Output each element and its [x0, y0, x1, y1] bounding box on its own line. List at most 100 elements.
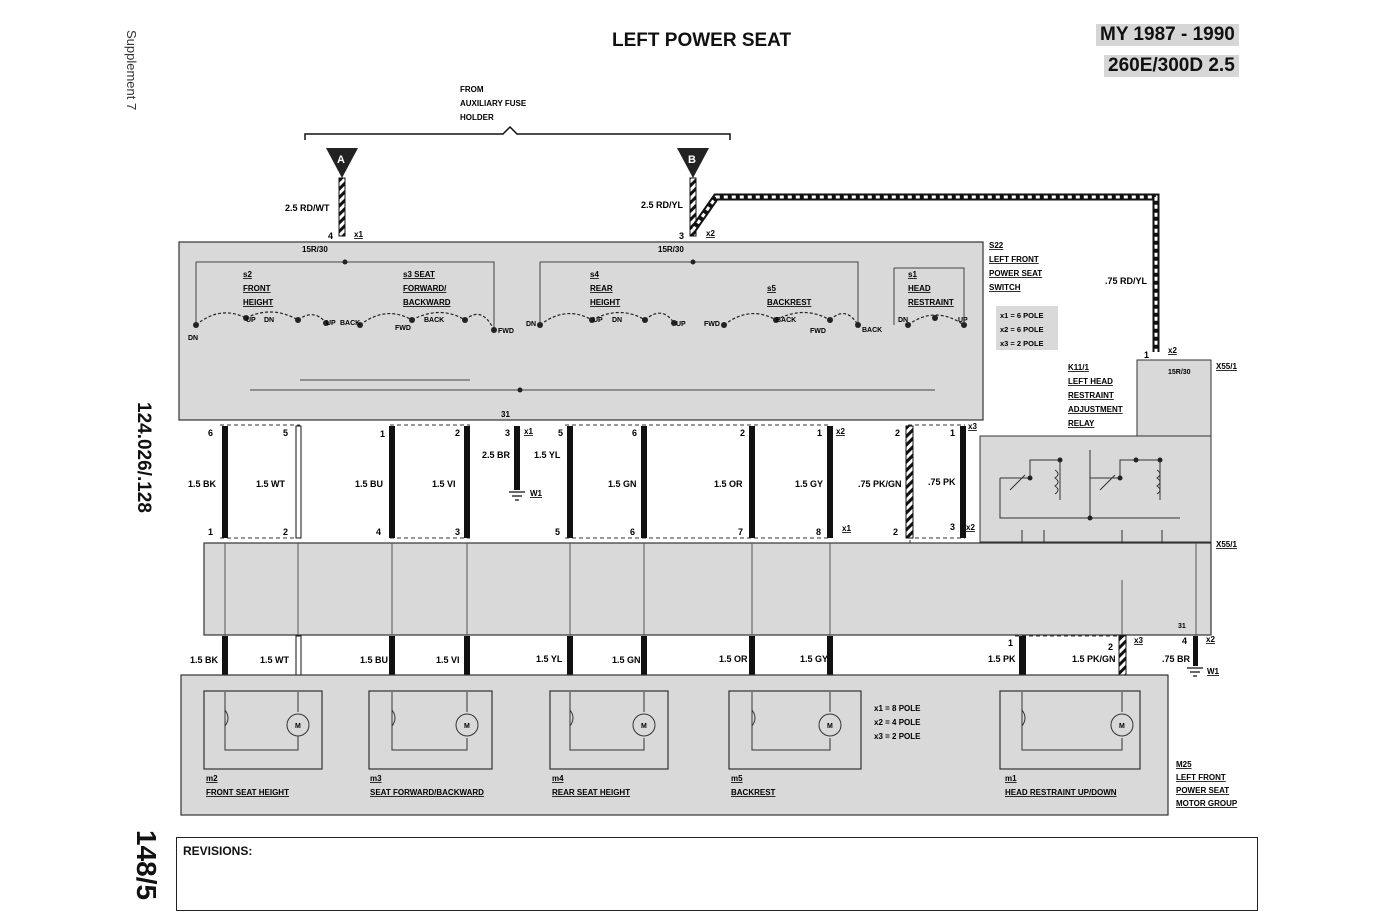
diagram-label: m4: [552, 774, 564, 783]
diagram-label: UP: [326, 320, 336, 327]
switch-terminal-label: 15R/30: [302, 245, 328, 254]
diagram-label: BACKREST: [767, 298, 812, 307]
diagram-label: 2: [893, 527, 898, 537]
diagram-label: FWD: [810, 328, 826, 335]
switch-contacts: [195, 311, 965, 331]
diagram-label: 2: [455, 428, 460, 438]
diagram-label: 6: [632, 428, 637, 438]
diagram-label: 1.5 YL: [536, 654, 563, 664]
diagram-label: x2 = 4 POLE: [874, 718, 921, 727]
diagram-label: 4: [376, 527, 381, 537]
wire-b-label: 2.5 RD/YL: [641, 200, 684, 210]
terminal-a-letter: A: [337, 154, 345, 166]
diagram-label: REAR: [590, 284, 613, 293]
diagram-label: LEFT FRONT: [1176, 773, 1226, 782]
diagram-label: M: [1119, 723, 1125, 730]
switch-pole-box: [996, 306, 1058, 350]
diagram-label: BACKREST: [731, 788, 776, 797]
diagram-label: 1.5 VI: [432, 479, 456, 489]
diagram-label: 1: [1008, 638, 1013, 648]
diagram-label: HEAD RESTRAINT UP/DOWN: [1005, 788, 1117, 797]
diagram-label: 3: [505, 428, 510, 438]
upper-wires: [222, 425, 966, 539]
diagram-label: UP: [676, 321, 686, 328]
diagram-label: M: [641, 723, 647, 730]
diagram-label: UP: [246, 317, 256, 324]
diagram-label: M: [464, 723, 470, 730]
diagram-label: BACK: [340, 320, 360, 327]
diagram-label: 2: [1108, 642, 1113, 652]
pin-x2-3: 3: [679, 231, 684, 241]
diagram-label: K11/1: [1068, 363, 1089, 372]
diagram-label: s2: [243, 270, 252, 279]
diagram-label: s4: [590, 270, 599, 279]
diagram-label: s5: [767, 284, 776, 293]
motor-pole-box: x1 = 8 POLE x2 = 4 POLE x3 = 2 POLE: [874, 704, 921, 741]
diagram-label: m2: [206, 774, 218, 783]
model-engine: 260E/300D 2.5: [1104, 55, 1239, 77]
switch-id-block: S22 LEFT FRONT POWER SEAT SWITCH: [989, 241, 1042, 292]
diagram-label: 1.5 GY: [795, 479, 823, 489]
middle-panel: [203, 542, 1212, 636]
relay-box: [979, 435, 1212, 543]
diagram-label: LEFT FRONT: [989, 255, 1039, 264]
diagram-label: x1 = 8 POLE: [874, 704, 921, 713]
diagram-label: FRONT SEAT HEIGHT: [206, 788, 289, 797]
switch-sub-labels: s2 FRONT HEIGHT s3 SEAT FORWARD/ BACKWAR…: [243, 270, 954, 307]
diagram-label: 4: [1182, 636, 1187, 646]
diagram-label: POWER SEAT: [989, 269, 1042, 278]
diagram-label: s3 SEAT: [403, 270, 435, 279]
switch-internal-lines: [195, 261, 965, 391]
diagram-label: FORWARD/: [403, 284, 447, 293]
feed-wire-relay: [690, 193, 1160, 352]
relay-connector-bottom: X55/1: [1216, 540, 1237, 549]
diagram-label: HEIGHT: [243, 298, 273, 307]
diagram-label: 7: [738, 527, 743, 537]
diagram-label: W1: [1207, 667, 1220, 676]
diagram-label: .75 PK/GN: [858, 479, 902, 489]
diagram-label: 1: [380, 429, 385, 439]
motor-icons: [286, 713, 1134, 737]
model-years: MY 1987 - 1990: [1096, 24, 1239, 46]
diagram-label: x2: [836, 427, 845, 436]
diagram-label: BACK: [862, 327, 882, 334]
diagram-label: 1.5 GN: [608, 479, 637, 489]
diagram-label: FWD: [395, 325, 411, 332]
diagram-label: 31: [1178, 623, 1186, 630]
diagram-label: BACKWARD: [403, 298, 451, 307]
diagram-label: ADJUSTMENT: [1068, 405, 1123, 414]
page-number: 148/5: [131, 830, 162, 901]
switch-direction-labels: DN UP DN UP BACK FWD BACK FWD DN UP DN U…: [188, 317, 968, 342]
diagram-label: 1.5 GN: [612, 655, 641, 665]
diagram-label: 2.5 BR: [482, 450, 511, 460]
terminal-b-icon: [677, 148, 709, 178]
diagram-label: 1.5 BK: [190, 655, 219, 665]
feed-wire-a: [338, 177, 346, 237]
diagram-label: 1.5 PK/GN: [1072, 654, 1116, 664]
diagram-label: FWD: [498, 328, 514, 335]
supplement-label: Supplement 7: [124, 30, 139, 111]
diagram-label: 2: [283, 527, 288, 537]
switch-ground-label: 31: [501, 410, 510, 419]
fuse-label-2: AUXILIARY FUSE: [460, 99, 527, 108]
diagram-label: DN: [526, 321, 536, 328]
diagram-label: x1 = 6 POLE: [1000, 311, 1044, 320]
diagram-label: 5: [283, 428, 288, 438]
motor-icon-letters: M M M M M: [295, 723, 1125, 730]
motor-labels: m2 FRONT SEAT HEIGHT m3 SEAT FORWARD/BAC…: [206, 774, 1117, 797]
diagram-label: POWER SEAT: [1176, 786, 1229, 795]
diagram-label: x2: [1206, 635, 1215, 644]
relay-top-box: [1136, 359, 1212, 437]
diagram-label: 1: [817, 428, 822, 438]
diagram-label: RESTRAINT: [908, 298, 954, 307]
upper-wire-pins: 6 5 1 2 3 5 6 2 1 2 1 1 2 4 3 5 6 7 8 2 …: [208, 428, 955, 537]
diagram-label: x1: [524, 427, 533, 436]
diagram-label: UP: [958, 317, 968, 324]
doc-code: 124.026/.128: [133, 402, 154, 513]
relay-connector-top: X55/1: [1216, 362, 1237, 371]
diagram-label: M25: [1176, 760, 1192, 769]
relay-id-block: K11/1 LEFT HEAD RESTRAINT ADJUSTMENT REL…: [1068, 363, 1123, 428]
diagram-label: 3: [950, 522, 955, 532]
diagram-label: W1: [530, 489, 543, 498]
middle-panel-lines: [224, 543, 1197, 635]
